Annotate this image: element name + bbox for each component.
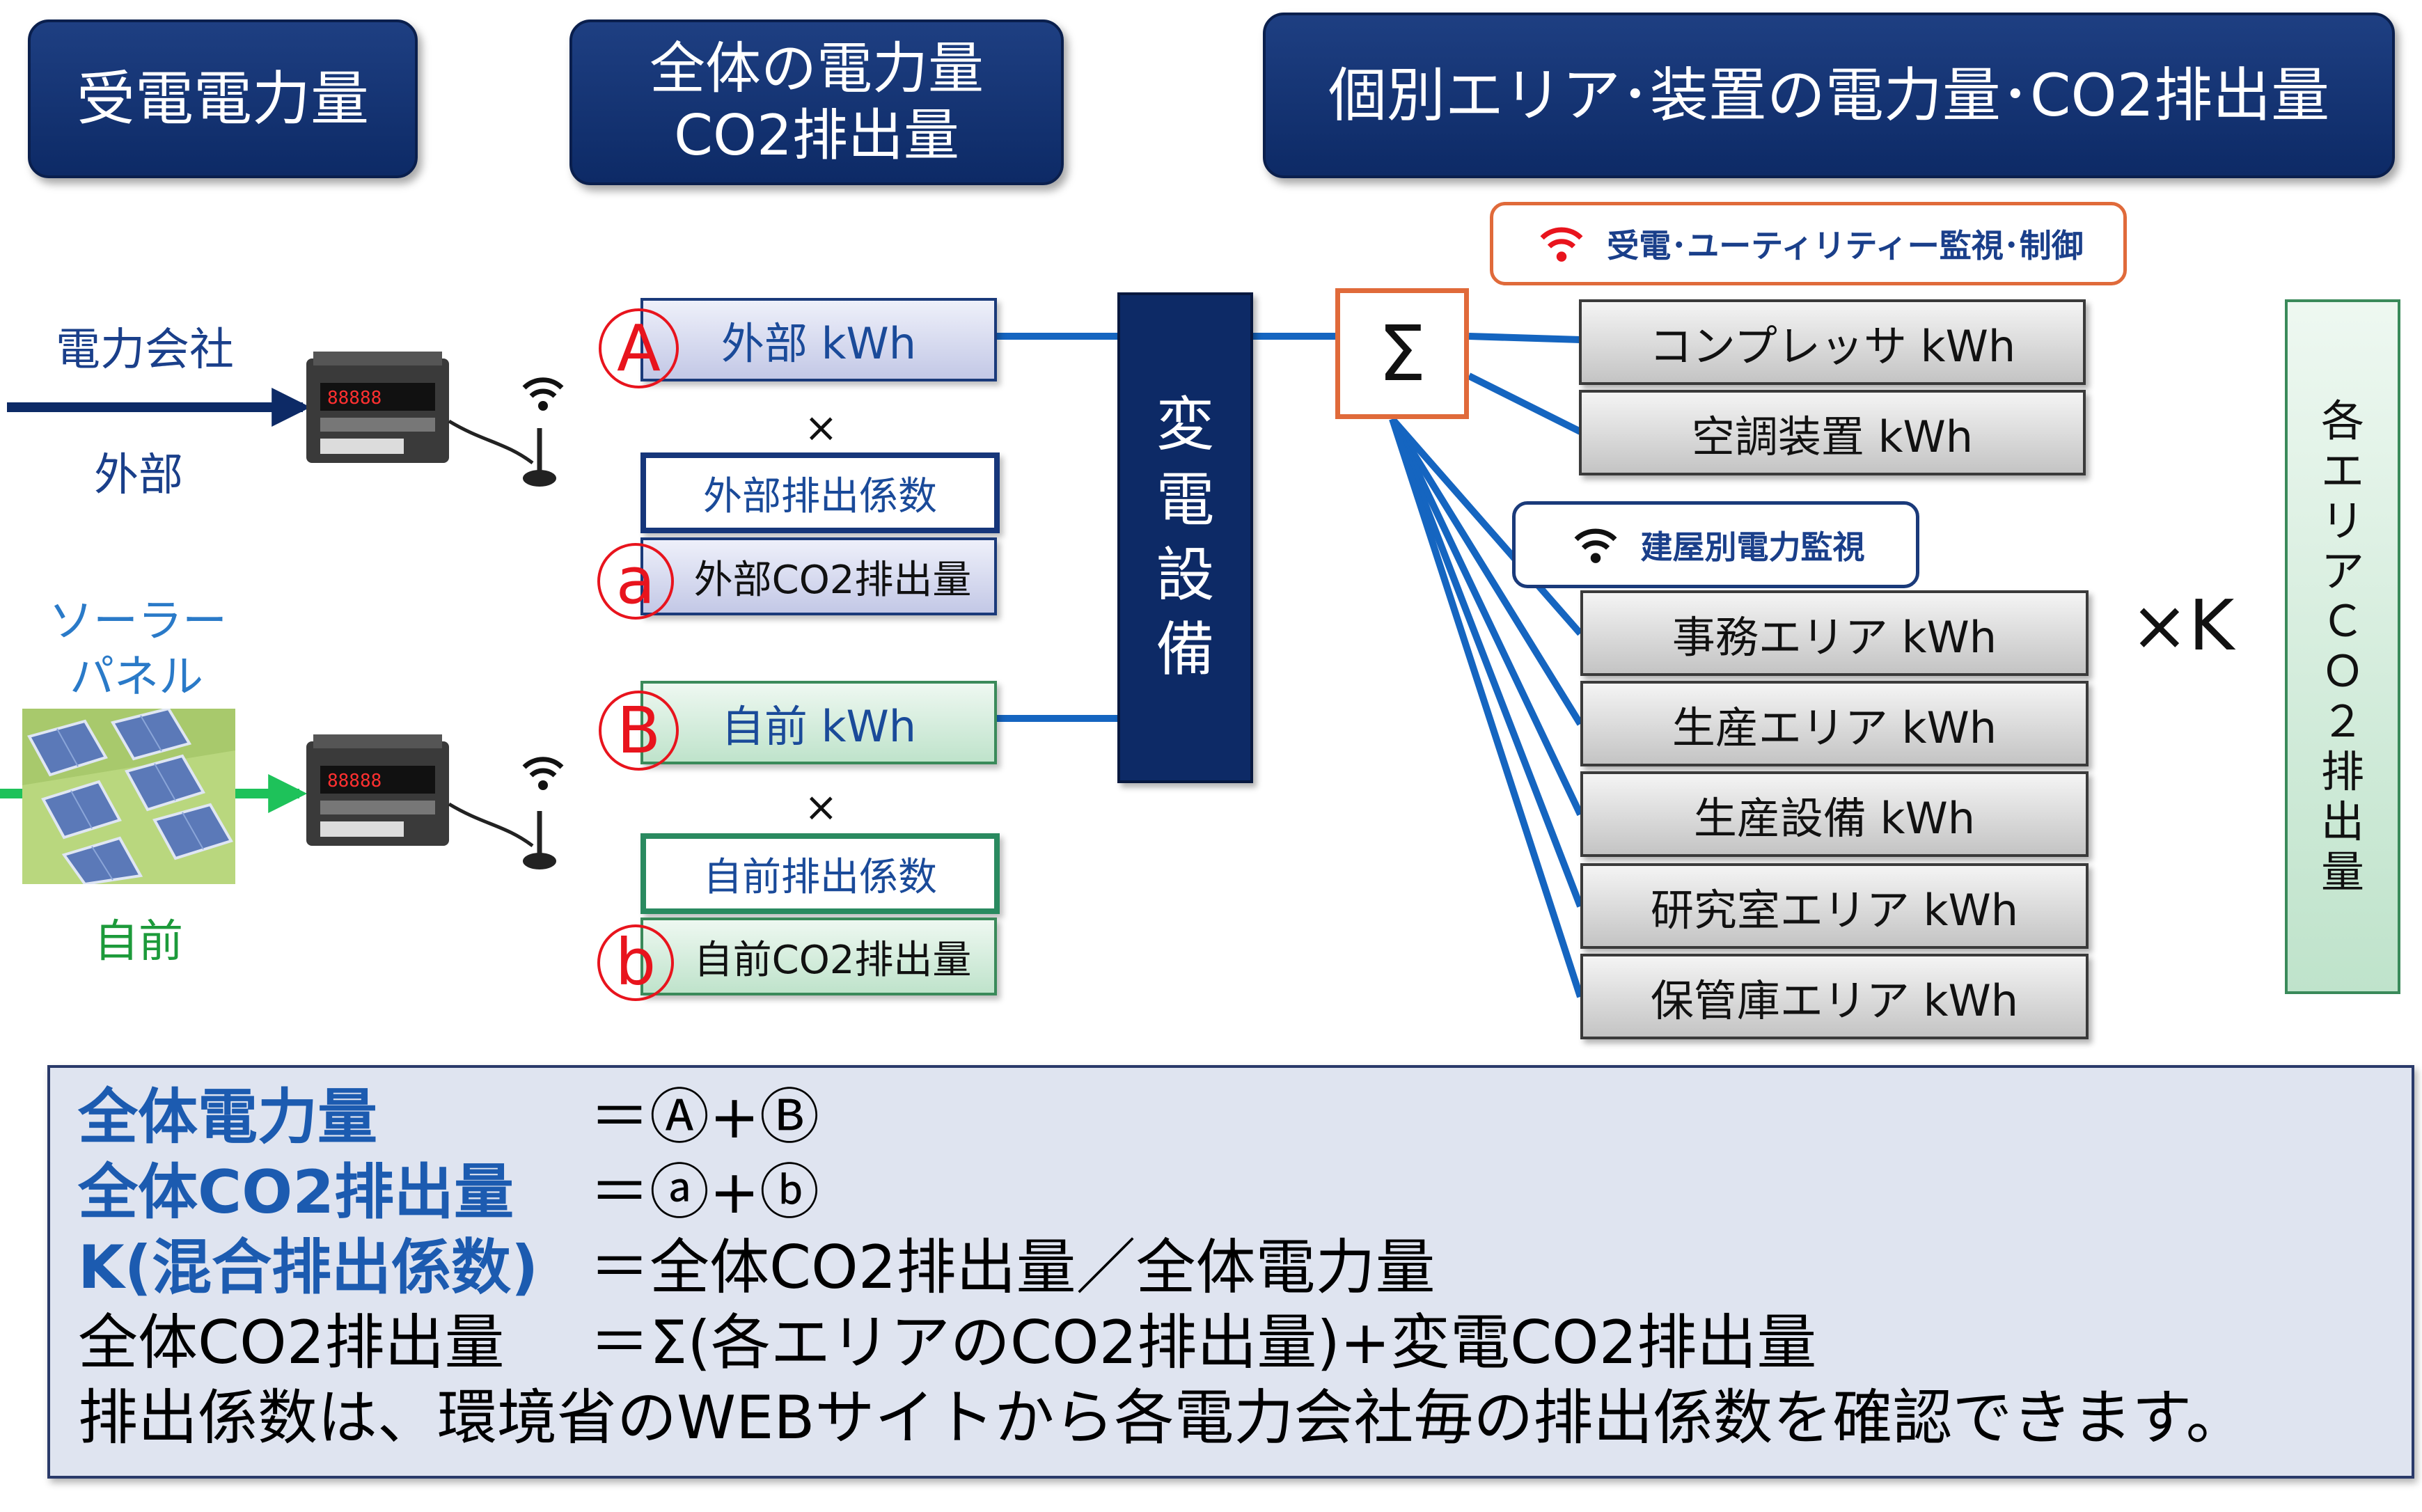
summary-row-1: 全体電力量 ＝Ⓐ+Ⓑ xyxy=(78,1082,819,1153)
own-times: × xyxy=(804,783,838,830)
own-kwh-box: 自前 kWh xyxy=(640,681,997,764)
marker-a-lower: a xyxy=(597,543,674,620)
marker-a-upper: A xyxy=(599,308,679,388)
area-item: 生産設備 kWh xyxy=(1580,771,2089,857)
svg-text:88888: 88888 xyxy=(327,388,382,409)
own-co2-text: 自前CO2排出量 xyxy=(693,937,972,983)
header-total-line2: CO2排出量 xyxy=(674,103,959,168)
area-co2-char: 排 xyxy=(2320,746,2364,797)
header-received-power: 受電電力量 xyxy=(28,19,418,178)
summary-row-2: 全体CO2排出量 ＝ⓐ+ⓑ xyxy=(78,1157,819,1229)
own-kwh-text: 自前 kWh xyxy=(721,701,917,752)
header-received-power-text: 受電電力量 xyxy=(76,64,369,133)
tag-building-text: 建屋別電力監視 xyxy=(1640,528,1865,566)
area-item: 研究室エリア kWh xyxy=(1580,863,2089,949)
area-co2-char: ２ xyxy=(2320,695,2364,747)
area-co2-char: エ xyxy=(2320,446,2364,497)
summary-value: ＝全体CO2排出量／全体電力量 xyxy=(590,1233,1436,1302)
area-item: 保管庫エリア kWh xyxy=(1580,954,2089,1039)
external-meter-wifi-icon xyxy=(519,372,567,414)
summary-box: 全体電力量 ＝Ⓐ+Ⓑ 全体CO2排出量 ＝ⓐ+ⓑ K(混合排出係数) ＝全体CO2排出… xyxy=(47,1065,2414,1479)
header-individual-text: 個別エリア･装置の電力量･CO2排出量 xyxy=(1328,61,2330,129)
own-meter-device: 88888 xyxy=(306,734,556,869)
sigma-box: Σ xyxy=(1335,288,1469,419)
area-co2-char: 量 xyxy=(2320,846,2364,897)
own-factor-box: 自前排出係数 xyxy=(640,833,1000,914)
area-item: コンプレッサ kWh xyxy=(1579,299,2086,385)
substation-char: 設 xyxy=(1156,540,1215,609)
external-factor-box: 外部排出係数 xyxy=(640,452,1000,533)
summary-value: ＝Σ(各エリアのCO2排出量)+変電CO2排出量 xyxy=(590,1308,1817,1378)
sigma-symbol: Σ xyxy=(1378,309,1426,398)
label-solar-line1: ソーラー xyxy=(49,596,227,647)
area-co2-char: Ｃ xyxy=(2320,596,2364,647)
header-individual: 個別エリア･装置の電力量･CO2排出量 xyxy=(1263,13,2395,178)
utility-wifi-icon xyxy=(1540,227,1583,262)
summary-key: 全体CO2排出量 xyxy=(78,1158,514,1227)
tag-utility-monitoring: 受電･ユーティリティー監視･制御 xyxy=(1490,202,2127,285)
multiplier-k: ×K xyxy=(2130,585,2235,666)
building-wifi-icon xyxy=(1574,528,1617,563)
external-kwh-box: 外部 kWh xyxy=(640,298,997,381)
area-co2-char: 出 xyxy=(2320,796,2364,847)
svg-text:88888: 88888 xyxy=(327,771,382,792)
substation-box: 変 電 設 備 xyxy=(1117,292,1253,783)
header-total: 全体の電力量 CO2排出量 xyxy=(569,19,1064,185)
label-external: 外部 xyxy=(94,450,183,501)
substation-char: 電 xyxy=(1156,465,1215,534)
summary-row-4: 全体CO2排出量 ＝Σ(各エリアのCO2排出量)+変電CO2排出量 xyxy=(78,1307,1816,1379)
summary-key: K(混合排出係数) xyxy=(78,1233,539,1302)
area-co2-box: 各 エ リ ア Ｃ Ｏ ２ 排 出 量 xyxy=(2285,299,2400,994)
area-item: 空調装置 kWh xyxy=(1579,390,2086,475)
area-co2-char: ア xyxy=(2320,546,2364,597)
area-item: 事務エリア kWh xyxy=(1580,590,2089,676)
external-co2-box: 外部CO2排出量 xyxy=(640,537,997,615)
area-co2-char: リ xyxy=(2320,496,2364,547)
external-times: × xyxy=(804,404,838,451)
area-co2-char: 各 xyxy=(2320,395,2364,447)
tag-building-monitoring: 建屋別電力監視 xyxy=(1512,501,1919,588)
area-item: 生産エリア kWh xyxy=(1580,681,2089,766)
tag-utility-text: 受電･ユーティリティー監視･制御 xyxy=(1607,227,2084,265)
external-co2-text: 外部CO2排出量 xyxy=(693,557,972,603)
summary-key: 全体CO2排出量 xyxy=(78,1308,505,1378)
label-own: 自前 xyxy=(94,916,183,968)
summary-value: ＝ⓐ+ⓑ xyxy=(590,1158,820,1227)
summary-row-3: K(混合排出係数) ＝全体CO2排出量／全体電力量 xyxy=(78,1232,1435,1304)
header-total-line1: 全体の電力量 xyxy=(650,36,984,101)
area-co2-char: Ｏ xyxy=(2320,646,2364,697)
substation-char: 変 xyxy=(1156,391,1215,459)
summary-row-5: 排出係数は、環境省のWEBサイトから各電力会社毎の排出係数を確認できます。 xyxy=(78,1383,2246,1454)
label-solar-line2: パネル xyxy=(70,652,203,703)
summary-value: ＝Ⓐ+Ⓑ xyxy=(590,1082,820,1152)
marker-b-upper: B xyxy=(599,691,679,771)
solar-panel-image xyxy=(22,709,235,884)
label-power-company: 電力会社 xyxy=(56,324,234,376)
substation-char: 備 xyxy=(1156,615,1215,684)
summary-note: 排出係数は、環境省のWEBサイトから各電力会社毎の排出係数を確認できます。 xyxy=(78,1383,2246,1453)
own-co2-box: 自前CO2排出量 xyxy=(640,918,997,995)
external-factor-text: 外部排出係数 xyxy=(703,473,937,519)
external-meter-device: 88888 xyxy=(306,352,556,487)
summary-key: 全体電力量 xyxy=(78,1082,377,1152)
own-meter-wifi-icon xyxy=(519,752,567,794)
external-kwh-text: 外部 kWh xyxy=(721,318,917,369)
marker-b-lower: b xyxy=(597,924,674,1001)
own-factor-text: 自前排出係数 xyxy=(703,854,937,900)
